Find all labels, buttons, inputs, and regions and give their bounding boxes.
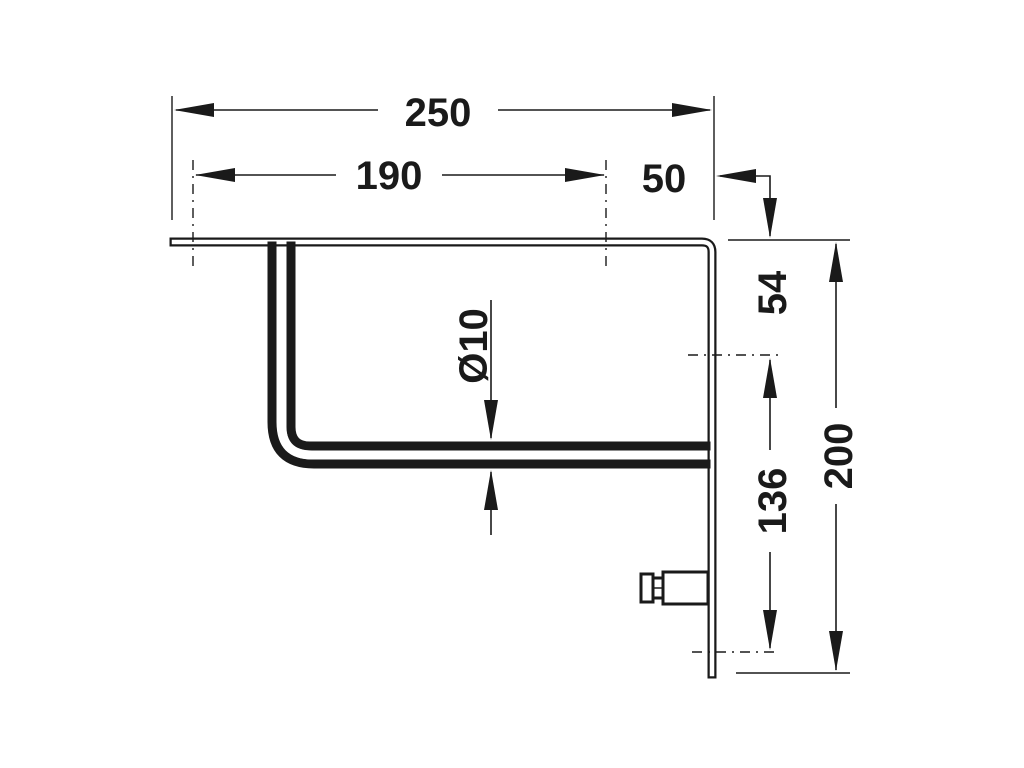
dimension-top-to-rod: 54 (751, 270, 795, 315)
label-overall-width: 250 (405, 91, 472, 135)
label-arm-length: 190 (356, 154, 423, 198)
dimension-offset: 50 (642, 157, 777, 238)
label-rod-to-bottom: 136 (751, 468, 795, 535)
dimension-rod-diameter: Ø10 (452, 300, 498, 535)
dimension-overall-height: 200 (817, 242, 861, 671)
bracket-part (169, 237, 717, 679)
mounting-stud (639, 570, 710, 606)
hanger-rod-outline (267, 241, 711, 469)
dimension-rod-to-bottom: 136 (751, 358, 795, 650)
bracket-plate-fill (171, 239, 715, 677)
label-top-to-rod: 54 (751, 270, 795, 315)
label-overall-height: 200 (817, 423, 861, 490)
hanger-rod-outline-inner (286, 241, 711, 451)
dimension-arm-length: 190 (195, 154, 605, 198)
dimension-overall-width: 250 (174, 91, 712, 135)
hanger-rod-fill-a (277, 250, 704, 460)
label-rod-diameter: Ø10 (452, 308, 496, 384)
extension-lines (171, 96, 850, 674)
label-offset: 50 (642, 157, 687, 201)
